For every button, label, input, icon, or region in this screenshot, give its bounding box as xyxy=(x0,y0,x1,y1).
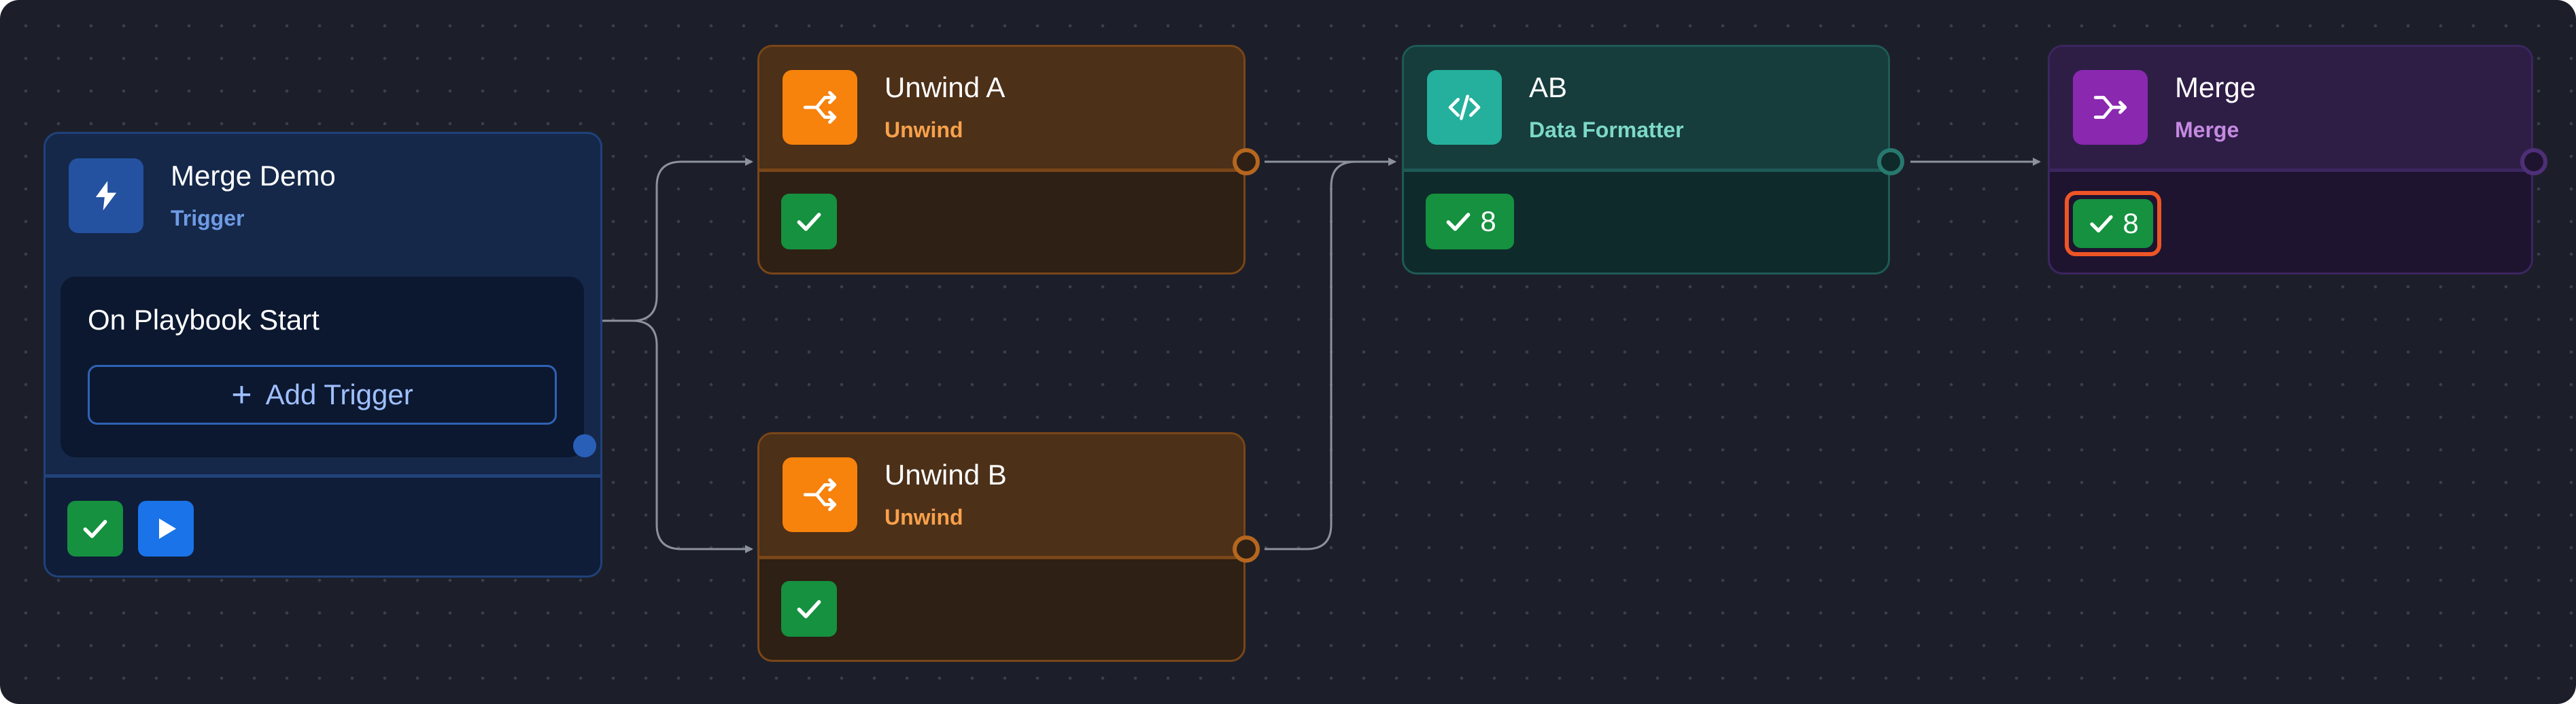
node-header: Merge Demo Trigger xyxy=(46,134,600,297)
success-check-icon xyxy=(1446,213,1471,231)
node-type-label: Merge xyxy=(2175,118,2239,142)
node-header: Merge Merge xyxy=(2050,47,2531,172)
add-trigger-button[interactable]: + Add Trigger xyxy=(88,365,557,425)
node-merge[interactable]: Merge Merge 8 xyxy=(2048,45,2547,275)
success-count-badge[interactable]: 8 xyxy=(2073,199,2153,248)
node-header: AB Data Formatter xyxy=(1404,47,1888,172)
node-unwind-a[interactable]: Unwind A Unwind xyxy=(757,45,1260,275)
divider xyxy=(46,474,600,478)
success-check-icon[interactable] xyxy=(781,194,837,249)
edge-trigger-to-unwind-a[interactable] xyxy=(559,158,753,322)
success-check-icon[interactable] xyxy=(781,581,837,637)
node-title: Unwind A xyxy=(885,71,1006,103)
node-ab-data-formatter[interactable]: AB Data Formatter 8 xyxy=(1402,45,1904,275)
node-merge-demo-trigger[interactable]: Merge Demo Trigger On Playbook Start + A… xyxy=(44,132,602,578)
edge-trigger-to-unwind-b[interactable] xyxy=(559,319,753,553)
split-arrows-icon xyxy=(783,70,857,145)
run-play-icon[interactable] xyxy=(138,501,194,557)
trigger-panel: On Playbook Start + Add Trigger xyxy=(61,277,584,457)
node-type-label: Unwind xyxy=(885,505,963,529)
node-header: Unwind A Unwind xyxy=(759,47,1243,172)
merge-arrows-icon xyxy=(2073,70,2148,145)
node-unwind-b[interactable]: Unwind B Unwind xyxy=(757,432,1260,662)
node-type-label: Data Formatter xyxy=(1529,118,1684,142)
add-trigger-label: Add Trigger xyxy=(265,379,413,410)
success-check-icon[interactable] xyxy=(67,501,123,557)
output-port[interactable] xyxy=(573,434,596,457)
node-title: AB xyxy=(1529,71,1568,103)
output-port[interactable] xyxy=(1877,148,1904,175)
success-check-icon xyxy=(2090,215,2113,233)
node-footer xyxy=(46,478,600,576)
node-title: Merge xyxy=(2175,71,2256,103)
node-type-label: Unwind xyxy=(885,118,963,142)
lightning-bolt-icon xyxy=(69,158,143,233)
trigger-event-label: On Playbook Start xyxy=(88,304,320,336)
item-count: 8 xyxy=(2123,207,2139,239)
split-arrows-icon xyxy=(783,457,857,532)
edge-unwind-b-to-ab[interactable] xyxy=(1265,158,1396,550)
node-title: Unwind B xyxy=(885,459,1007,491)
success-count-badge[interactable]: 8 xyxy=(1426,194,1514,249)
item-count: 8 xyxy=(1480,205,1496,237)
output-port[interactable] xyxy=(1233,148,1260,175)
node-type-label: Trigger xyxy=(171,206,245,230)
output-port[interactable] xyxy=(1233,535,1260,563)
code-brackets-icon xyxy=(1427,70,1502,145)
selected-badge-outline xyxy=(2065,191,2161,256)
node-header: Unwind B Unwind xyxy=(759,434,1243,559)
node-title: Merge Demo xyxy=(171,160,336,192)
plus-icon: + xyxy=(231,375,252,415)
output-port[interactable] xyxy=(2520,148,2547,175)
